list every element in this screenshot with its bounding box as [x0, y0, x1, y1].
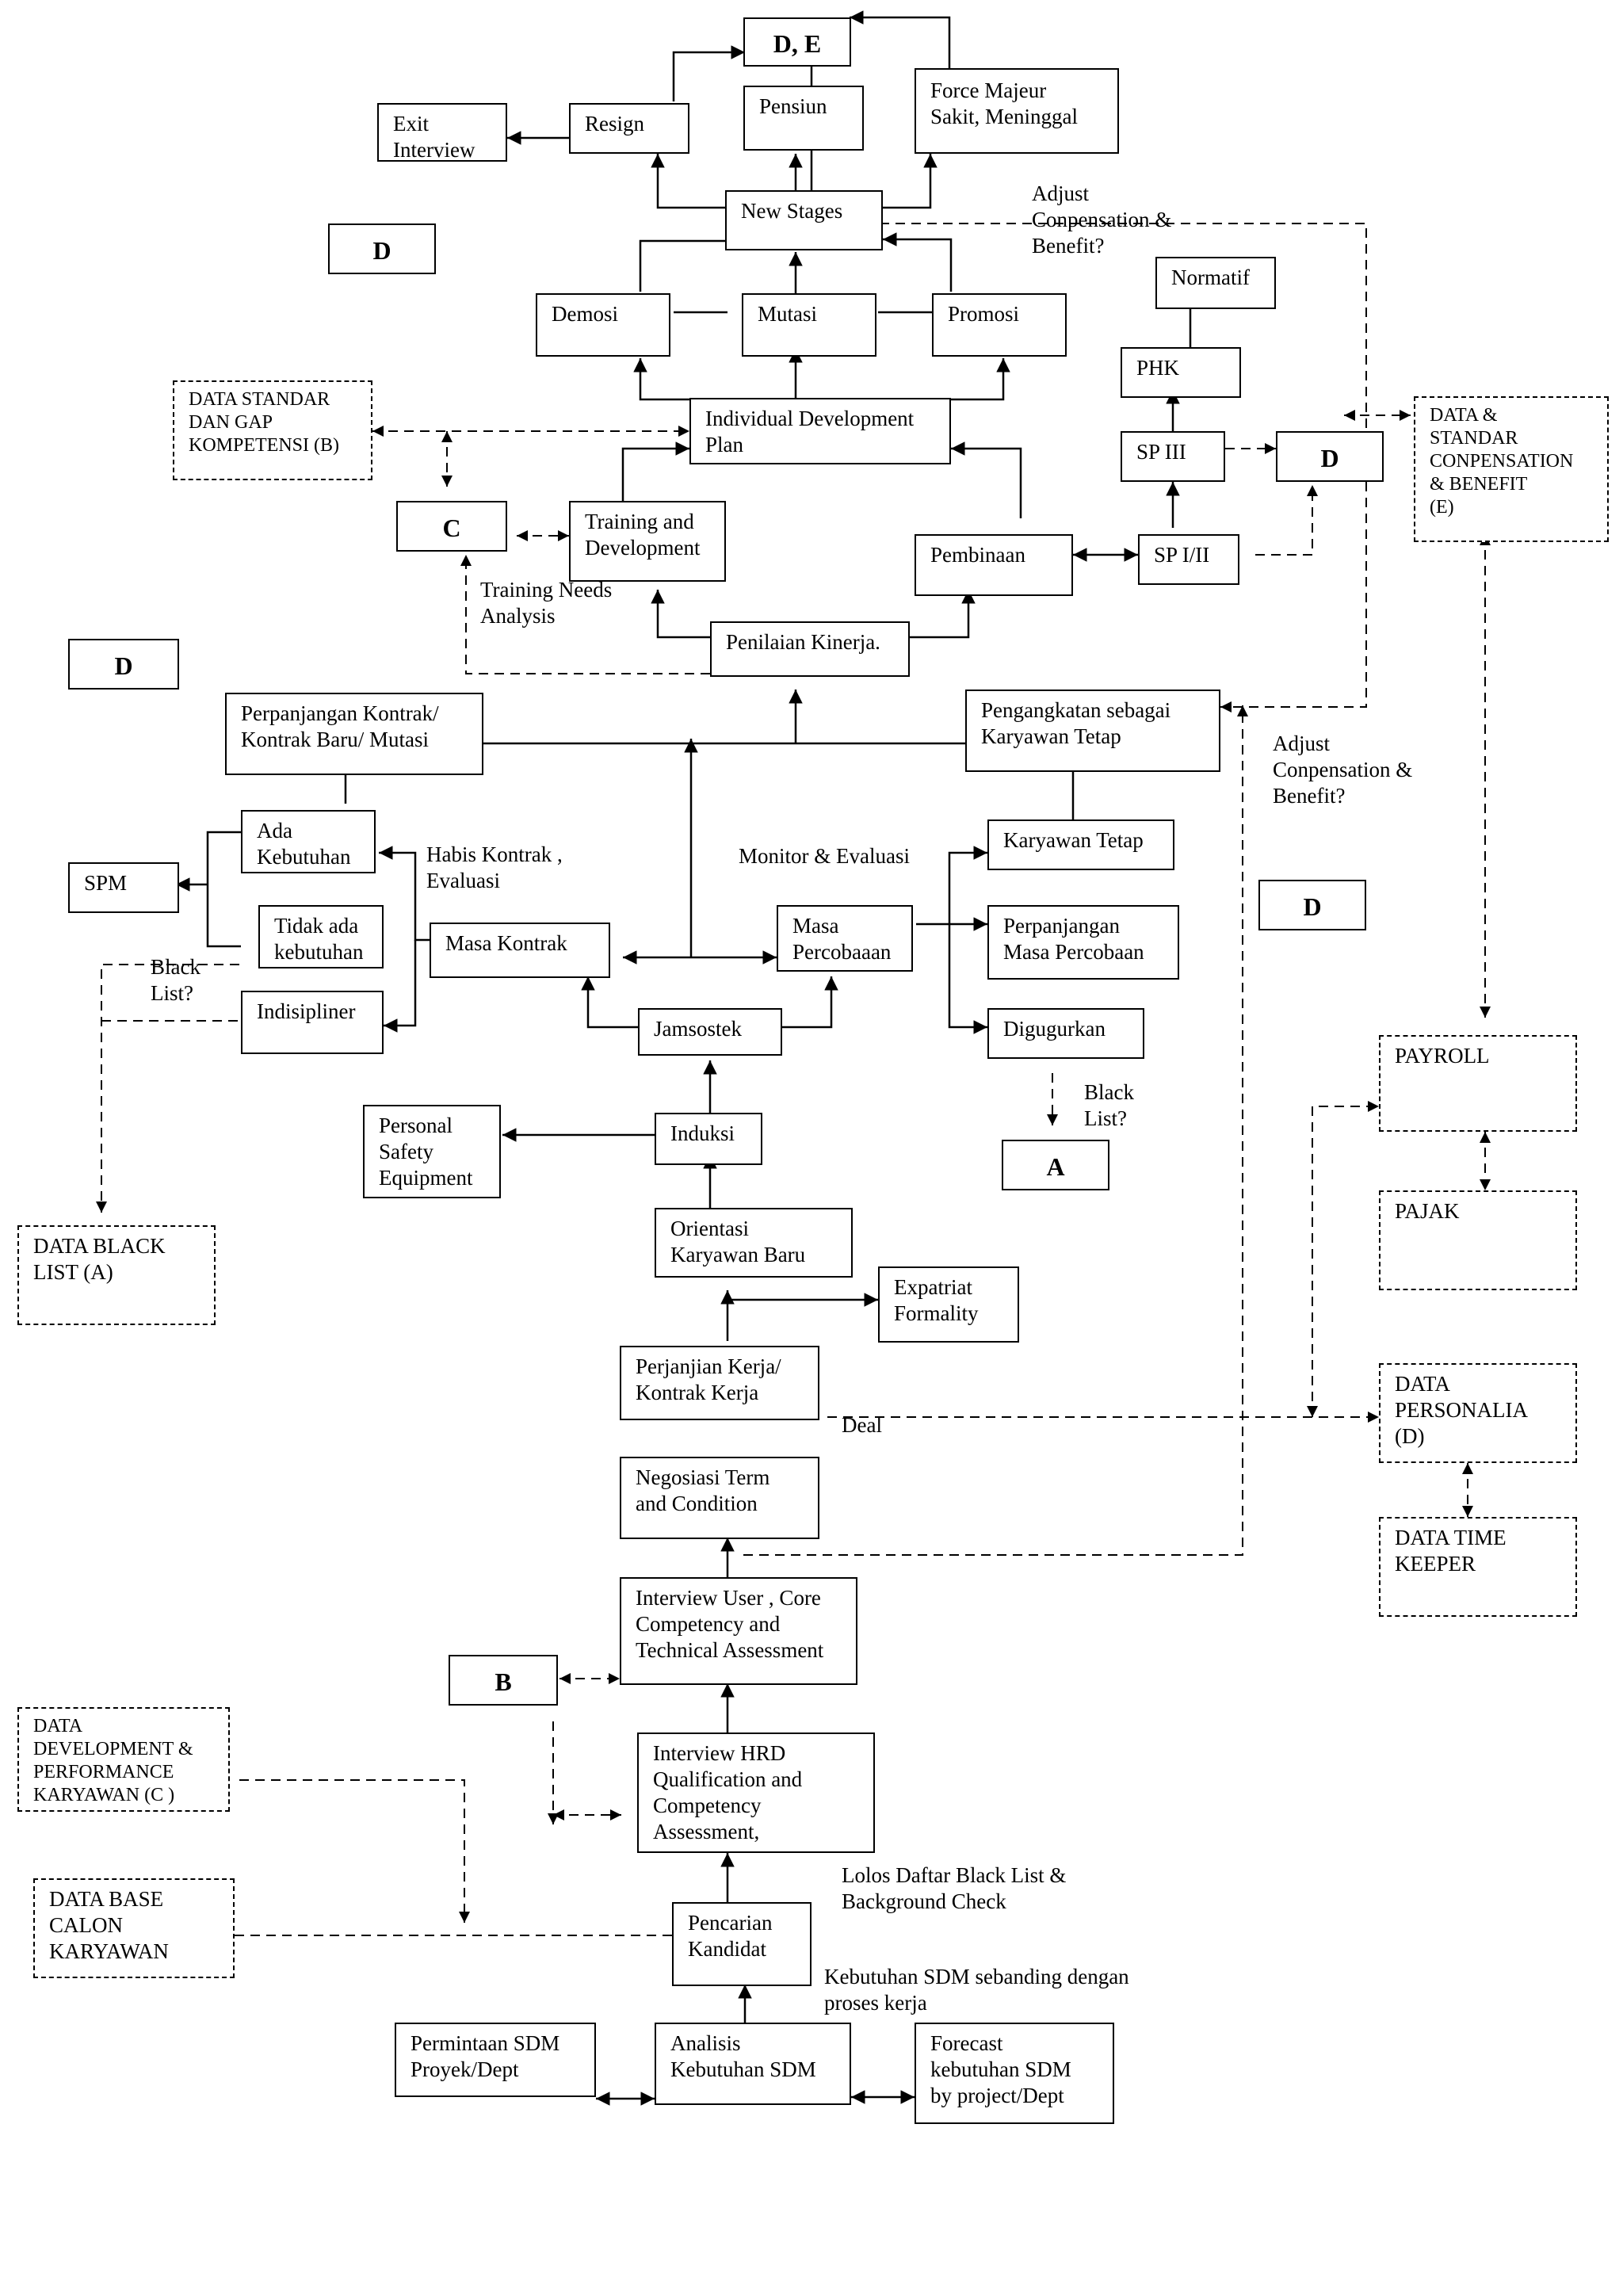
pembinaan-box: Pembinaan [915, 534, 1073, 596]
data-black-list-box: DATA BLACK LIST (A) [17, 1225, 216, 1325]
perpanjangan-kontrak-box: Perpanjangan Kontrak/ Kontrak Baru/ Muta… [225, 693, 483, 775]
training-needs-analysis-label: Training Needs Analysis [480, 578, 613, 628]
orientasi-karyawan-baru-box: Orientasi Karyawan Baru [655, 1208, 853, 1278]
black-list-question-right: Black List? [1084, 1080, 1134, 1130]
data-personalia-box: DATA PERSONALIA (D) [1379, 1363, 1577, 1463]
sp-i-ii-box: SP I/II [1138, 534, 1239, 585]
indisipliner-box: Indisipliner [241, 991, 384, 1054]
expatriat-formality-box: Expatriat Formality [878, 1266, 1019, 1343]
data-base-calon-karyawan-box: DATA BASE CALON KARYAWAN [33, 1878, 235, 1978]
interview-user-box: Interview User , Core Competency and Tec… [620, 1577, 857, 1685]
payroll-box: PAYROLL [1379, 1035, 1577, 1132]
resign-box: Resign [569, 103, 689, 154]
deal-label: Deal [842, 1413, 882, 1437]
adjust-compensation-label-top: Adjust Conpensation & Benefit? [1032, 181, 1172, 258]
d-box-right: D [1276, 431, 1384, 482]
personal-safety-equipment-box: Personal Safety Equipment [363, 1105, 501, 1198]
data-standar-compensation-benefit: DATA & STANDAR CONPENSATION & BENEFIT (E… [1414, 396, 1609, 542]
karyawan-tetap-box: Karyawan Tetap [987, 819, 1174, 870]
masa-kontrak-box: Masa Kontrak [430, 923, 610, 978]
kebutuhan-sdm-label: Kebutuhan SDM sebanding dengan proses ke… [824, 1965, 1129, 2015]
demosi-box: Demosi [536, 293, 670, 357]
penilaian-kinerja-box: Penilaian Kinerja. [710, 621, 910, 677]
data-development-performance-box: DATA DEVELOPMENT & PERFORMANCE KARYAWAN … [17, 1707, 230, 1812]
digugurkan-box: Digugurkan [987, 1008, 1144, 1059]
masa-percobaan-box: Masa Percobaaan [777, 905, 913, 972]
black-list-question-left: Black List? [151, 955, 200, 1005]
exit-interview-box: Exit Interview [377, 103, 507, 162]
de-box: D, E [743, 17, 851, 67]
sp-iii-box: SP III [1121, 431, 1225, 482]
spm-box: SPM [68, 862, 179, 913]
ada-kebutuhan-box: Ada Kebutuhan [241, 810, 376, 873]
force-majeur-box: Force Majeur Sakit, Meninggal [915, 68, 1119, 154]
d-box-left-mid: D [68, 639, 179, 690]
b-box: B [449, 1655, 558, 1706]
perjanjian-kerja-box: Perjanjian Kerja/ Kontrak Kerja [620, 1346, 819, 1420]
forecast-kebutuhan-sdm-box: Forecast kebutuhan SDM by project/Dept [915, 2023, 1114, 2124]
pengangkatan-karyawan-tetap-box: Pengangkatan sebagai Karyawan Tetap [965, 690, 1220, 772]
a-box: A [1002, 1140, 1109, 1190]
interview-hrd-box: Interview HRD Qualification and Competen… [637, 1733, 875, 1853]
monitor-evaluasi-label: Monitor & Evaluasi [739, 844, 910, 868]
habis-kontrak-evaluasi-label: Habis Kontrak , Evaluasi [426, 842, 563, 892]
phk-box: PHK [1121, 347, 1241, 398]
induksi-box: Induksi [655, 1113, 762, 1165]
tidak-ada-kebutuhan-box: Tidak ada kebutuhan [258, 905, 384, 968]
jamsostek-box: Jamsostek [638, 1008, 782, 1056]
training-development-box: Training and Development [569, 501, 726, 582]
individual-development-plan-box: Individual Development Plan [689, 398, 951, 464]
d-box-left-top: D [328, 223, 436, 274]
negosiasi-box: Negosiasi Term and Condition [620, 1457, 819, 1539]
pajak-box: PAJAK [1379, 1190, 1577, 1290]
normatif-box: Normatif [1155, 257, 1276, 309]
mutasi-box: Mutasi [742, 293, 876, 357]
analisis-kebutuhan-sdm-box: Analisis Kebutuhan SDM [655, 2023, 851, 2105]
pencarian-kandidat-box: Pencarian Kandidat [672, 1902, 812, 1986]
data-standar-gap-kompetensi: DATA STANDAR DAN GAP KOMPETENSI (B) [173, 380, 372, 480]
perpanjangan-masa-percobaan-box: Perpanjangan Masa Percobaan [987, 905, 1179, 980]
data-time-keeper-box: DATA TIME KEEPER [1379, 1517, 1577, 1617]
lolos-daftar-black-list-label: Lolos Daftar Black List & Background Che… [842, 1863, 1067, 1913]
adjust-compensation-label-mid: Adjust Conpensation & Benefit? [1273, 732, 1413, 808]
new-stages-box: New Stages [725, 190, 883, 250]
pensiun-box: Pensiun [743, 86, 864, 151]
d-box-right-mid: D [1258, 880, 1366, 930]
promosi-box: Promosi [932, 293, 1067, 357]
permintaan-sdm-box: Permintaan SDM Proyek/Dept [395, 2023, 596, 2097]
c-box: C [396, 501, 507, 552]
